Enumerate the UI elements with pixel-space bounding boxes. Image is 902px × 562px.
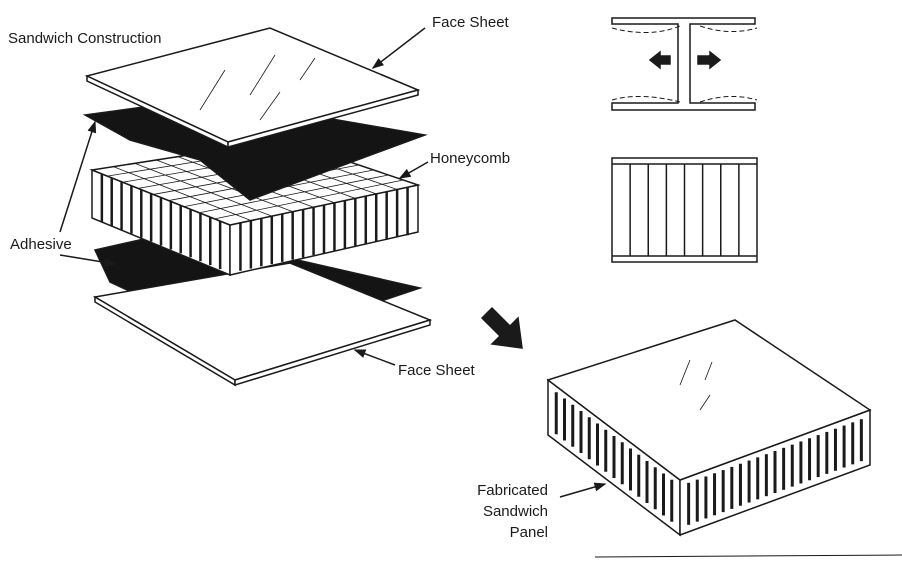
bottom-face-sheet (92, 262, 433, 387)
panel-cross-section (611, 157, 758, 263)
face-sheet-top-label: Face Sheet (432, 14, 509, 31)
cell-wall (134, 162, 272, 217)
face-sheet-top-leader (371, 27, 426, 69)
fabricated-label-line2: Sandwich (482, 503, 548, 520)
top-face-sheet (84, 27, 421, 149)
right-arrow-icon (697, 50, 722, 70)
adhesive-bottom-leader (59, 254, 117, 267)
bottom-rule (594, 554, 902, 558)
diagram-title: Sandwich Construction (8, 30, 162, 47)
face-sheet-bottom-label: Face Sheet (398, 362, 475, 379)
adhesive-top-leader (59, 120, 97, 233)
cell-wall (214, 179, 404, 220)
honeycomb-label: Honeycomb (430, 150, 511, 167)
honeycomb-leader (398, 161, 429, 179)
left-arrow-icon (648, 50, 671, 70)
face-sheet-bottom-leader (353, 349, 396, 366)
fabricated-sandwich-panel (546, 319, 872, 537)
cell-wall (156, 159, 293, 213)
adhesive-label: Adhesive (10, 236, 72, 253)
fabricated-panel-leader (559, 482, 607, 498)
cell-wall (113, 166, 252, 221)
cell-wall (199, 174, 389, 214)
transition-arrow-icon (480, 306, 523, 349)
i-beam-illustration (611, 17, 758, 111)
fabricated-label-line3: Panel (509, 524, 548, 541)
fabricated-label-line1: Fabricated (477, 482, 548, 499)
